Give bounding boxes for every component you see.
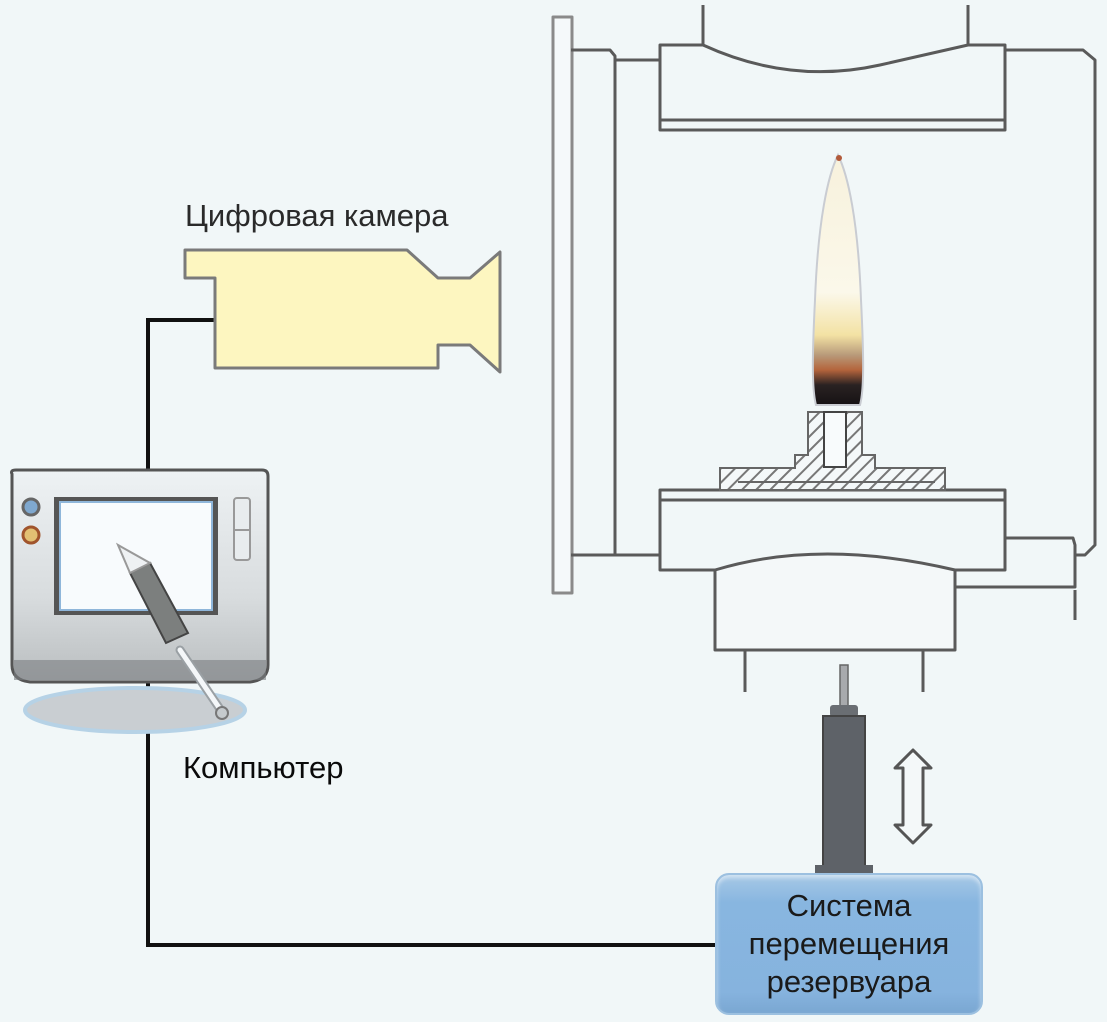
reservoir-label-line-3: резервуара: [766, 964, 932, 999]
cable-computer-reservoir: [146, 680, 716, 947]
cable-computer-camera: [146, 318, 215, 470]
digital-camera-icon: [183, 248, 502, 374]
up-down-arrow-icon: [893, 748, 933, 845]
reservoir-label-line-2: перемещения: [748, 926, 950, 961]
stylus-icon: [115, 542, 229, 720]
reservoir-syringe-icon: [815, 664, 873, 873]
reservoir-label-line-1: Система: [786, 888, 912, 923]
computer-label: Компьютер: [183, 750, 344, 785]
burner-chamber: [551, 5, 1097, 692]
flame-icon: [811, 152, 865, 406]
burner-nozzle: [719, 411, 946, 491]
reservoir-motion-system-box: Система перемещения резервуара: [715, 873, 983, 1015]
camera-label: Цифровая камера: [185, 198, 449, 233]
computer-tablet-icon: [10, 468, 270, 734]
